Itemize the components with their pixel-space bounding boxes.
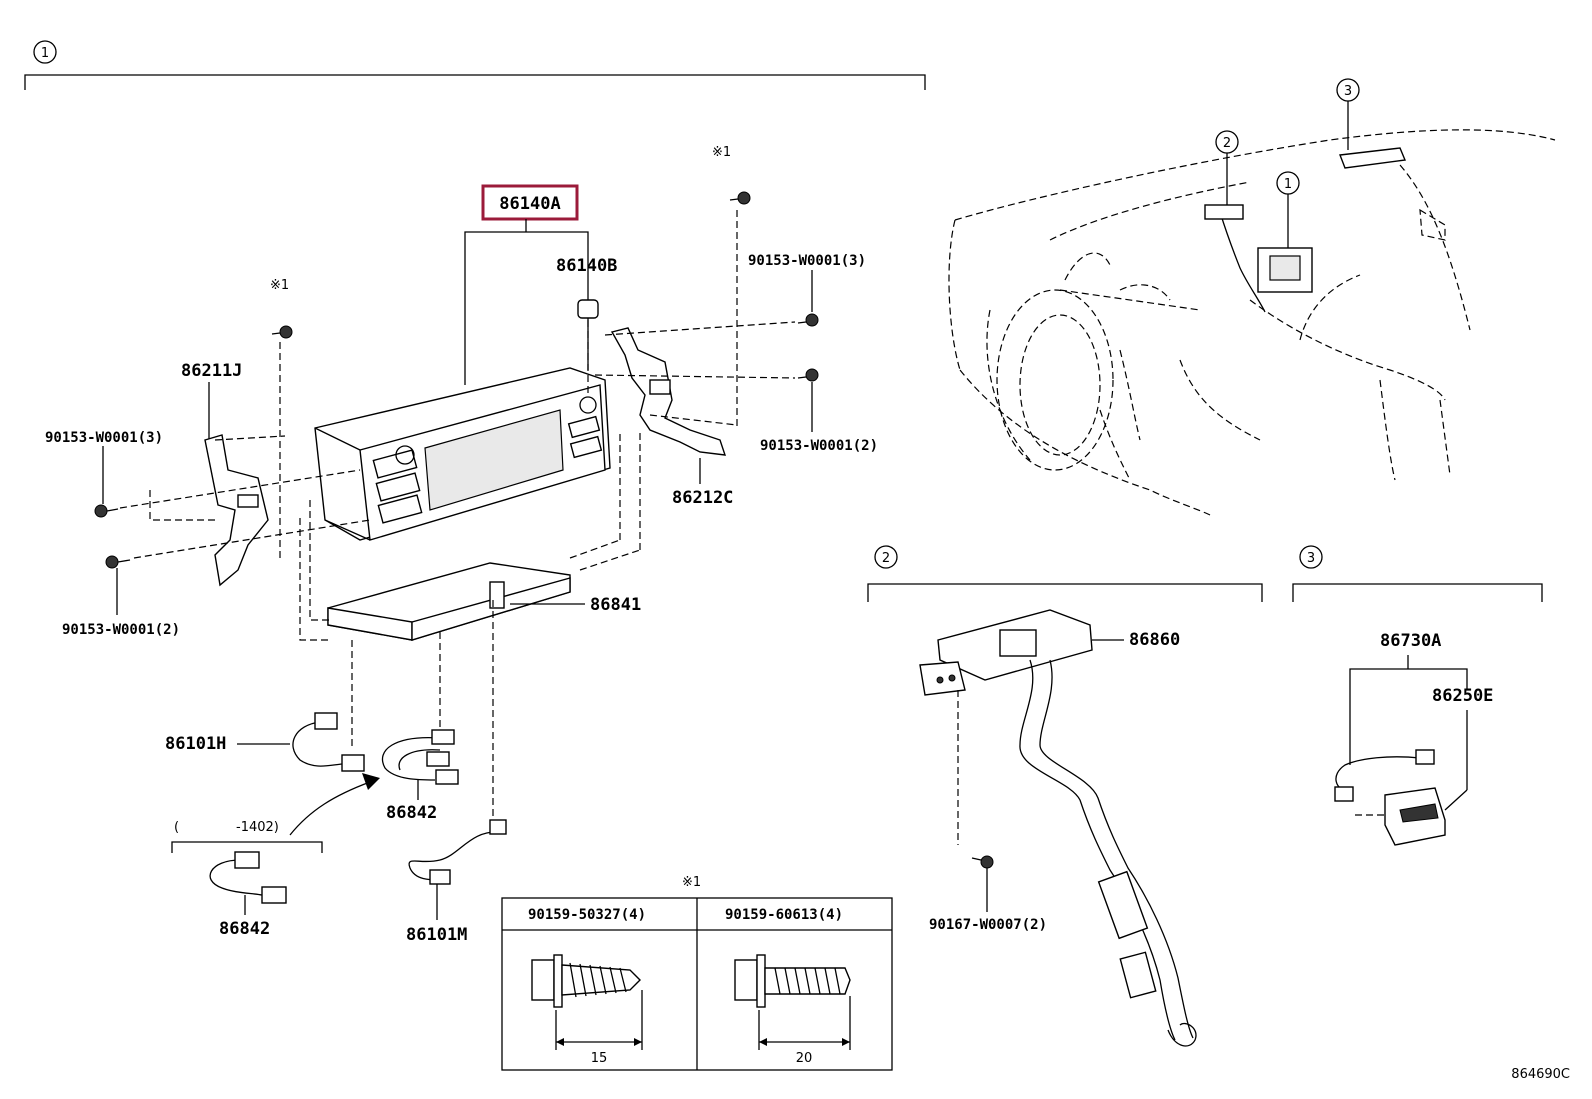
microphone-86860[interactable]: 86860 <box>919 609 1197 1047</box>
fastener-1-drawing: 15 <box>531 954 643 1066</box>
diagram-id: 864690C <box>1511 1067 1570 1082</box>
switch-86730A[interactable]: 86730A <box>1334 631 1468 816</box>
label-90167[interactable]: 90167-W0007(2) <box>929 917 1047 933</box>
connector-86250E[interactable]: 86250E <box>1384 686 1493 846</box>
label-86140B[interactable]: 86140B <box>556 256 617 276</box>
module-86841[interactable]: 86841 <box>327 562 641 641</box>
locator-index-1: 1 <box>1284 177 1292 192</box>
label-86101H[interactable]: 86101H <box>165 734 226 754</box>
date-open: ( <box>174 820 179 835</box>
bolt-90153-left-3[interactable]: 90153-W0001(3) <box>45 430 163 518</box>
label-86841[interactable]: 86841 <box>590 595 641 615</box>
label-86250E[interactable]: 86250E <box>1432 686 1493 706</box>
dashboard-locator: 2 1 3 <box>948 78 1556 516</box>
group-2-header: 2 <box>867 545 1263 602</box>
assembly-lines <box>119 321 796 641</box>
label-86101M[interactable]: 86101M <box>406 925 467 945</box>
fastener-1-length: 15 <box>591 1051 608 1066</box>
group-2-index: 2 <box>882 551 890 566</box>
supersession-arrow <box>289 773 380 836</box>
knob-86140B[interactable]: 86140B <box>556 256 617 395</box>
group-1-index: 1 <box>41 46 49 61</box>
fastener-2-length: 20 <box>796 1051 813 1066</box>
label-90153-left-3[interactable]: 90153-W0001(3) <box>45 430 163 446</box>
locator-index-2: 2 <box>1223 136 1231 151</box>
label-86842-a[interactable]: 86842 <box>386 803 437 823</box>
fastener-2-part: 90159-60613(4) <box>725 907 843 923</box>
callout-left: ※1 <box>270 278 289 293</box>
fastener-2-drawing: 20 <box>734 954 851 1066</box>
harness-86101M[interactable]: 86101M <box>406 600 507 945</box>
bracket-86212C[interactable]: 86212C <box>610 327 733 508</box>
group-1-header: 1 <box>24 40 926 90</box>
callout-right: ※1 <box>712 145 731 160</box>
harness-86842-a[interactable]: 86842 <box>381 632 459 823</box>
head-unit-86140A[interactable]: 86140A <box>314 184 611 541</box>
label-86860[interactable]: 86860 <box>1129 630 1180 650</box>
screw-90167[interactable]: 90167-W0007(2) <box>929 690 1047 933</box>
label-86842-b[interactable]: 86842 <box>219 919 270 939</box>
harness-86101H[interactable]: 86101H <box>165 640 365 772</box>
highlight-box <box>481 184 579 221</box>
group-3-index: 3 <box>1307 551 1315 566</box>
label-90153-left-2[interactable]: 90153-W0001(2) <box>62 622 180 638</box>
date-to: -1402) <box>236 820 279 835</box>
label-86140A[interactable]: 86140A <box>499 194 560 214</box>
label-86730A[interactable]: 86730A <box>1380 631 1441 651</box>
bolt-90153-right-2[interactable]: 90153-W0001(2) <box>760 368 878 454</box>
bolt-screw-right-top[interactable]: ※1 <box>712 145 751 428</box>
label-86212C[interactable]: 86212C <box>672 488 733 508</box>
harness-86842-b[interactable]: ( -1402) 86842 <box>171 820 323 939</box>
locator-index-3: 3 <box>1344 84 1352 99</box>
fastener-table: ※1 90159-50327(4) 90159-60613(4) 15 <box>501 875 893 1071</box>
label-90153-right-3[interactable]: 90153-W0001(3) <box>748 253 866 269</box>
bolt-90153-left-2[interactable]: 90153-W0001(2) <box>62 555 180 638</box>
label-86211J[interactable]: 86211J <box>181 361 242 381</box>
fastener-table-title: ※1 <box>682 875 701 890</box>
bracket-86211J[interactable]: 86211J <box>181 361 269 587</box>
label-90153-right-2[interactable]: 90153-W0001(2) <box>760 438 878 454</box>
fastener-1-part: 90159-50327(4) <box>528 907 646 923</box>
bolt-screw-left-top[interactable]: ※1 <box>270 278 293 560</box>
group-3-header: 3 <box>1292 545 1543 602</box>
bolt-90153-right-3[interactable]: 90153-W0001(3) <box>748 253 866 327</box>
